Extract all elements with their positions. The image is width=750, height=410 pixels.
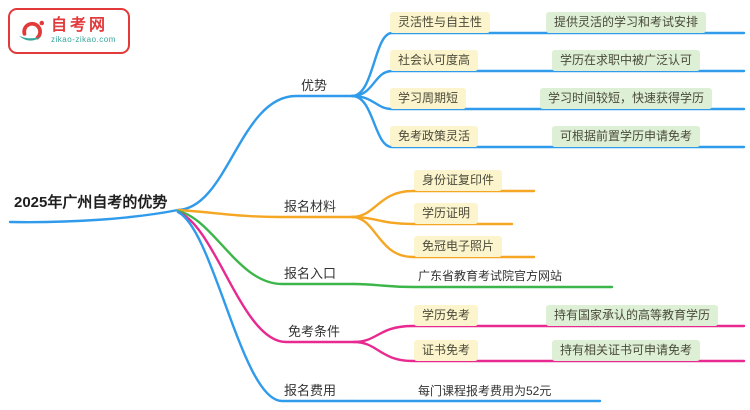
root-underline xyxy=(8,208,180,224)
root-topic: 2025年广州自考的优势 xyxy=(14,194,168,211)
logo-text: 自考网 zikao-zikao.com xyxy=(51,17,116,45)
connector-material-row-3 xyxy=(350,215,536,259)
connector-root-advantages xyxy=(176,94,354,212)
node-advantage-recognition: 社会认可度高 xyxy=(390,50,479,71)
connector-root-exemption xyxy=(176,210,356,344)
node-exemption-certificate: 证书免考 xyxy=(414,340,479,361)
branch-fee: 报名费用 xyxy=(284,383,337,398)
node-exemption-degree: 学历免考 xyxy=(414,305,479,326)
node-material-id-copy: 身份证复印件 xyxy=(414,170,503,191)
branch-advantages: 优势 xyxy=(301,78,328,93)
connector-entrance-row-1 xyxy=(352,282,614,289)
connector-root-entrance xyxy=(176,209,356,286)
branch-entrance: 报名入口 xyxy=(284,266,337,281)
logo-icon xyxy=(18,20,45,41)
detail-advantage-short-cycle: 学习时间较短，快速获得学历 xyxy=(540,88,713,109)
detail-advantage-exemption-policy: 可根据前置学历申请免考 xyxy=(552,126,701,147)
logo-title: 自考网 xyxy=(51,16,109,34)
branch-exemption: 免考条件 xyxy=(288,324,341,339)
connector-root-materials xyxy=(176,208,354,219)
node-advantage-short-cycle: 学习周期短 xyxy=(390,88,467,109)
connector-material-row-1 xyxy=(350,189,536,219)
node-fee-amount: 每门课程报考费用为52元 xyxy=(418,384,552,398)
connector-root-fee xyxy=(176,210,354,403)
detail-exemption-degree: 持有国家承认的高等教育学历 xyxy=(546,305,719,326)
node-material-photo: 免冠电子照片 xyxy=(414,236,503,257)
logo-domain: zikao-zikao.com xyxy=(51,35,116,45)
connector-advantage-row-1 xyxy=(350,31,746,98)
detail-exemption-certificate: 持有相关证书可申请免考 xyxy=(552,340,701,361)
branch-materials: 报名材料 xyxy=(284,199,337,214)
connector-exemption-row-2 xyxy=(352,340,746,363)
node-material-diploma: 学历证明 xyxy=(414,203,479,224)
detail-advantage-recognition: 学历在求职中被广泛认可 xyxy=(552,50,701,71)
node-advantage-flexibility: 灵活性与自主性 xyxy=(390,12,491,33)
node-advantage-exemption-policy: 免考政策灵活 xyxy=(390,126,479,147)
node-entrance-website: 广东省教育考试院官方网站 xyxy=(418,269,563,283)
connector-advantage-row-2 xyxy=(350,69,746,98)
detail-advantage-flexibility: 提供灵活的学习和考试安排 xyxy=(546,12,707,33)
site-logo: 自考网 zikao-zikao.com xyxy=(8,8,130,54)
